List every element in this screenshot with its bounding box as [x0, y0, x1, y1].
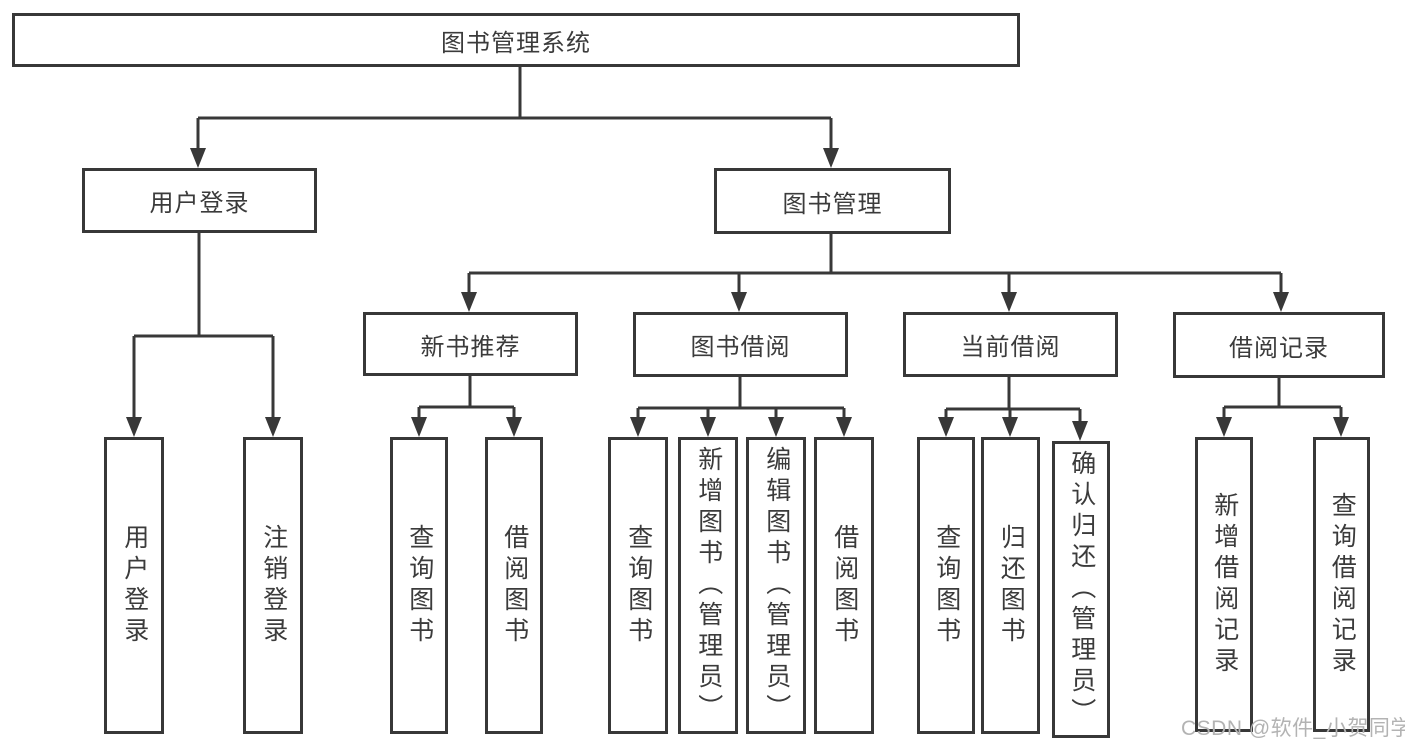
arrowheads [126, 148, 1349, 441]
leaf-query-borrow-record: 查询借阅记录 [1313, 437, 1370, 732]
arrowhead [630, 417, 646, 437]
leaf-return-books: 归还图书 [981, 437, 1040, 734]
arrowhead [1072, 421, 1088, 441]
node-label: 图书管理系统 [441, 29, 591, 57]
connector-book-borrowing [636, 377, 846, 419]
leaf-user-login: 用户登录 [104, 437, 164, 734]
node-user-login: 用户登录 [82, 168, 317, 233]
node-label: 确认归还（管理员） [1067, 450, 1096, 729]
connector-book-management [467, 234, 1283, 294]
node-label: 查询图书 [624, 523, 653, 648]
arrowhead [411, 417, 427, 437]
node-label: 查询图书 [405, 523, 434, 648]
arrowhead [126, 417, 142, 437]
leaf-query-books-current: 查询图书 [917, 437, 975, 734]
node-label: 查询借阅记录 [1328, 491, 1357, 678]
node-label: 借阅记录 [1229, 334, 1329, 362]
node-label: 查询图书 [932, 523, 961, 648]
leaf-confirm-return-admin: 确认归还（管理员） [1052, 441, 1110, 738]
node-label: 图书管理 [782, 190, 883, 218]
leaf-query-books-newrec: 查询图书 [390, 437, 448, 734]
arrowhead [1001, 292, 1017, 312]
connector-user-login [132, 233, 275, 419]
node-label: 编辑图书（管理员） [762, 446, 791, 725]
connector-new-book [417, 375, 516, 419]
node-label: 图书借阅 [690, 334, 791, 361]
connector-current-borrowing [944, 377, 1082, 423]
watermark-csdn: CSDN @软件_小贺同学 [1181, 717, 1405, 740]
arrowhead [1273, 292, 1289, 312]
node-label: 新书推荐 [420, 333, 521, 361]
leaf-edit-books-admin: 编辑图书（管理员） [746, 437, 806, 734]
node-book-borrowing: 图书借阅 [633, 312, 848, 377]
leaf-add-borrow-record: 新增借阅记录 [1195, 437, 1253, 732]
node-label: 用户登录 [149, 190, 250, 217]
arrowhead [836, 417, 852, 437]
node-current-borrowing: 当前借阅 [903, 312, 1118, 377]
node-book-management: 图书管理 [714, 168, 951, 234]
arrowhead [823, 148, 839, 168]
leaf-logout: 注销登录 [243, 437, 303, 734]
arrowhead [938, 417, 954, 437]
connector-root [196, 67, 833, 150]
arrowhead [700, 417, 716, 437]
arrowhead [190, 148, 206, 168]
node-new-book-recommendation: 新书推荐 [363, 312, 578, 376]
node-label: 新增借阅记录 [1210, 491, 1239, 678]
connector-borrow-records [1222, 378, 1343, 419]
arrowhead [1002, 417, 1018, 437]
leaf-borrow-books-newrec: 借阅图书 [485, 437, 543, 734]
node-label: 归还图书 [997, 523, 1026, 648]
node-library-management-system: 图书管理系统 [12, 13, 1020, 67]
arrowhead [265, 417, 281, 437]
node-label: 借阅图书 [500, 523, 529, 648]
arrowhead [768, 417, 784, 437]
arrowhead [731, 292, 747, 312]
arrowhead [1333, 417, 1349, 437]
arrowhead [1216, 417, 1232, 437]
node-label: 注销登录 [259, 523, 288, 648]
arrowhead [461, 292, 477, 312]
leaf-query-books-borrow: 查询图书 [608, 437, 668, 734]
leaf-borrow-books-borrow: 借阅图书 [814, 437, 874, 734]
node-label: 用户登录 [120, 523, 149, 648]
node-label: 新增图书（管理员） [694, 446, 723, 725]
node-label: 借阅图书 [830, 523, 859, 648]
node-label: 当前借阅 [960, 334, 1061, 361]
leaf-add-books-admin: 新增图书（管理员） [678, 437, 738, 734]
node-borrowing-records: 借阅记录 [1173, 312, 1385, 378]
arrowhead [506, 417, 522, 437]
